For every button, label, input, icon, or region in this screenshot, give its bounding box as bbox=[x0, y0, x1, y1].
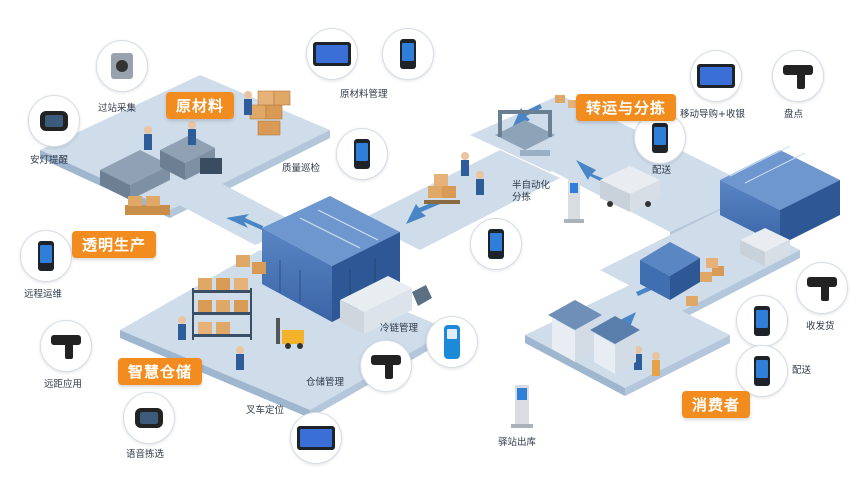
handheld-terminal-icon bbox=[400, 39, 416, 69]
label-remote-maintenance: 远程运维 bbox=[24, 289, 63, 300]
delivery-van bbox=[740, 228, 790, 266]
sorting-machine bbox=[495, 95, 578, 156]
handheld-terminal-icon bbox=[652, 123, 668, 153]
device-circle-send-receive bbox=[796, 262, 848, 314]
tablet-icon bbox=[697, 64, 735, 88]
arrow-icon bbox=[226, 214, 263, 230]
houses bbox=[548, 300, 640, 374]
tablet-icon bbox=[313, 42, 351, 66]
device-circle-voice bbox=[123, 392, 175, 444]
device-circle-long-range bbox=[40, 320, 92, 372]
stage-badge-raw-materials: 原材料 bbox=[166, 92, 235, 119]
device-circle-inventory bbox=[772, 50, 824, 102]
label-andon: 安灯提醒 bbox=[30, 155, 69, 166]
camera-scanner-icon bbox=[111, 53, 133, 79]
tablet-icon bbox=[297, 426, 335, 450]
label-station-collection: 过站采集 bbox=[98, 103, 137, 114]
device-circle-handheld bbox=[736, 295, 788, 347]
handheld-terminal-icon bbox=[354, 139, 370, 169]
label-delivery-2: 配送 bbox=[792, 365, 812, 376]
workers bbox=[144, 91, 660, 376]
wrist-terminal-icon bbox=[40, 111, 68, 131]
stage-badge-transport-sorting: 转运与分拣 bbox=[576, 94, 677, 121]
label-warehouse-mgmt: 仓储管理 bbox=[306, 377, 345, 388]
stage-badge-transparent-production: 透明生产 bbox=[72, 231, 157, 258]
device-circle-material-phone bbox=[382, 28, 434, 80]
small-warehouse bbox=[640, 242, 700, 300]
handheld-terminal-icon bbox=[488, 229, 504, 259]
warehouse-shelves bbox=[192, 255, 266, 340]
scanner-gun-icon bbox=[371, 355, 401, 379]
stage-badge-consumer: 消费者 bbox=[682, 391, 751, 418]
label-delivery-1: 配送 bbox=[652, 165, 672, 176]
device-circle-material-mgmt bbox=[306, 28, 358, 80]
device-circle-sorting bbox=[470, 218, 522, 270]
device-circle-station bbox=[96, 40, 148, 92]
label-long-range: 远距应用 bbox=[44, 379, 83, 390]
forklift bbox=[276, 318, 304, 349]
container-truck bbox=[340, 276, 432, 334]
parcel-boxes bbox=[686, 258, 724, 306]
label-forklift-positioning: 叉车定位 bbox=[246, 405, 285, 416]
rugged-scanner-icon bbox=[444, 325, 460, 359]
sorting-kiosk bbox=[564, 180, 584, 223]
device-circle-mobile-pos bbox=[690, 50, 742, 102]
scanner-gun-icon bbox=[51, 335, 81, 359]
device-circle-remote bbox=[20, 230, 72, 282]
factory-machines bbox=[100, 135, 222, 215]
label-material-mgmt: 原材料管理 bbox=[340, 89, 388, 100]
parcel-kiosk bbox=[511, 385, 533, 428]
label-quality-inspection: 质量巡检 bbox=[282, 163, 321, 174]
label-semi-auto-sorting: 半自动化 分拣 bbox=[512, 180, 551, 203]
device-circle-delivery-2 bbox=[736, 345, 788, 397]
scanner-gun-icon bbox=[783, 65, 813, 89]
label-mobile-guide-checkout: 移动导购+收银 bbox=[680, 109, 745, 120]
delivery-van bbox=[600, 166, 660, 212]
device-circle-forklift bbox=[290, 412, 342, 464]
device-circle-cold-chain bbox=[426, 316, 478, 368]
wrist-terminal-icon bbox=[135, 408, 163, 428]
label-inventory: 盘点 bbox=[784, 109, 804, 120]
label-send-receive: 收发货 bbox=[806, 321, 835, 332]
stage-badge-smart-warehouse: 智慧仓储 bbox=[118, 358, 203, 385]
label-voice-picking: 语音拣选 bbox=[126, 449, 165, 460]
label-cold-chain: 冷链管理 bbox=[380, 323, 419, 334]
device-circle-delivery-1 bbox=[634, 112, 686, 164]
pallet-boxes bbox=[424, 174, 460, 204]
device-circle-andon bbox=[28, 95, 80, 147]
raw-material-boxes bbox=[249, 90, 291, 136]
handheld-terminal-icon bbox=[38, 241, 54, 271]
device-circle-warehouse bbox=[360, 340, 412, 392]
handheld-terminal-icon bbox=[754, 306, 770, 336]
label-station-outbound: 驿站出库 bbox=[498, 437, 537, 448]
device-circle-quality bbox=[336, 128, 388, 180]
handheld-terminal-icon bbox=[754, 356, 770, 386]
arrow-icon bbox=[406, 200, 440, 224]
scanner-gun-icon bbox=[807, 277, 837, 301]
